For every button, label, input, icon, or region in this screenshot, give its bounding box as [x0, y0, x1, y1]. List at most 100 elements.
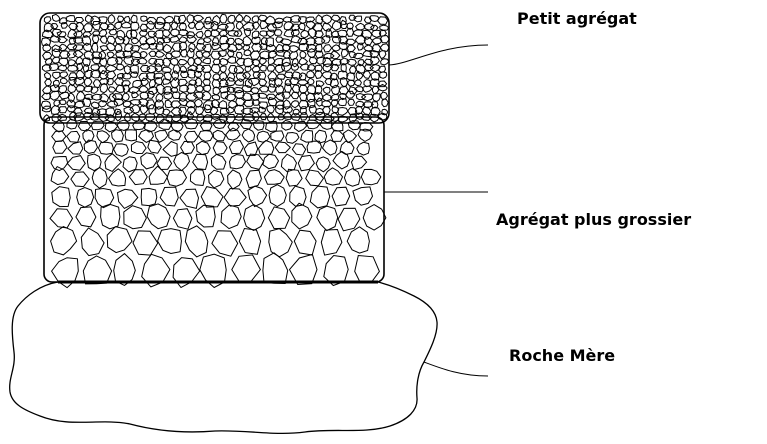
aggregate-blob — [299, 73, 306, 80]
aggregate-blob — [301, 130, 313, 142]
aggregate-blob — [118, 16, 124, 21]
aggregate-blob — [338, 108, 348, 116]
aggregate-blob — [269, 185, 286, 207]
label-petit-agregat: Petit agrégat — [517, 9, 637, 28]
aggregate-blob — [212, 38, 218, 46]
aggregate-blob — [259, 141, 274, 155]
aggregate-blob — [227, 57, 235, 64]
aggregate-blob — [51, 167, 69, 185]
aggregate-blob — [364, 24, 374, 31]
aggregate-blob — [309, 57, 317, 63]
aggregate-blob — [236, 14, 243, 21]
aggregate-blob — [50, 91, 60, 100]
aggregate-blob — [51, 24, 58, 29]
aggregate-blob — [60, 72, 68, 78]
aggregate-blob — [107, 43, 116, 51]
coarse-aggregate-layer — [50, 119, 386, 288]
aggregate-blob — [361, 169, 381, 184]
aggregate-blob — [159, 119, 172, 129]
aggregate-blob — [220, 14, 227, 23]
aggregate-blob — [93, 22, 101, 31]
aggregate-blob — [310, 186, 329, 208]
aggregate-blob — [205, 31, 212, 37]
aggregate-blob — [316, 98, 322, 106]
aggregate-blob — [269, 229, 293, 257]
aggregate-blob — [163, 44, 171, 52]
aggregate-blob — [286, 169, 302, 186]
aggregate-blob — [189, 43, 195, 52]
aggregate-blob — [147, 17, 157, 24]
aggregate-blob — [205, 17, 211, 24]
aggregate-blob — [201, 187, 223, 208]
aggregate-blob — [171, 51, 181, 58]
aggregate-blob — [92, 43, 98, 52]
aggregate-blob — [107, 52, 114, 58]
aggregate-blob — [92, 102, 100, 108]
aggregate-blob — [123, 101, 131, 107]
aggregate-blob — [377, 17, 387, 25]
aggregate-blob — [196, 31, 203, 37]
aggregate-blob — [53, 141, 67, 154]
aggregate-blob — [195, 58, 202, 65]
aggregate-blob — [317, 206, 338, 230]
aggregate-blob — [52, 187, 70, 207]
aggregate-blob — [68, 142, 83, 154]
aggregate-blob — [81, 228, 104, 256]
aggregate-blob — [251, 88, 260, 94]
aggregate-blob — [332, 120, 343, 131]
aggregate-blob — [180, 189, 199, 208]
aggregate-blob — [68, 84, 76, 93]
aggregate-blob — [224, 189, 246, 207]
aggregate-blob — [185, 226, 208, 257]
aggregate-blob — [220, 73, 227, 81]
aggregate-blob — [75, 18, 84, 23]
aggregate-blob — [340, 141, 354, 154]
aggregate-blob — [212, 16, 220, 25]
aggregate-blob — [212, 231, 238, 256]
aggregate-blob — [308, 49, 316, 58]
aggregate-blob — [230, 155, 246, 169]
bedrock-outline — [10, 282, 437, 433]
aggregate-blob — [347, 227, 369, 253]
aggregate-blob — [323, 140, 338, 155]
aggregate-blob — [45, 79, 52, 86]
aggregate-blob — [99, 142, 114, 154]
aggregate-blob — [53, 72, 61, 79]
aggregate-blob — [53, 14, 60, 21]
aggregate-blob — [52, 131, 66, 141]
aggregate-blob — [323, 114, 334, 122]
label-roche-mere: Roche Mère — [509, 346, 615, 365]
aggregate-blob — [131, 142, 146, 154]
aggregate-blob — [267, 65, 275, 71]
aggregate-blob — [99, 66, 107, 74]
aggregate-blob — [131, 15, 137, 23]
aggregate-blob — [181, 141, 195, 153]
aggregate-blob — [124, 107, 134, 114]
aggregate-blob — [202, 52, 210, 58]
aggregate-blob — [344, 169, 360, 187]
aggregate-blob — [202, 65, 212, 72]
aggregate-blob — [139, 30, 147, 36]
aggregate-blob — [204, 38, 212, 43]
aggregate-blob — [355, 80, 362, 86]
aggregate-blob — [275, 142, 290, 153]
aggregate-blob — [147, 204, 170, 229]
aggregate-blob — [194, 15, 203, 21]
aggregate-blob — [164, 92, 173, 99]
aggregate-blob — [290, 254, 318, 284]
aggregate-blob — [258, 72, 266, 79]
aggregate-blob — [213, 119, 225, 128]
aggregate-blob — [291, 101, 299, 108]
aggregate-blob — [133, 231, 158, 255]
aggregate-blob — [141, 16, 148, 21]
aggregate-blob — [100, 83, 108, 92]
aggregate-blob — [221, 205, 241, 229]
aggregate-blob — [253, 121, 264, 131]
aggregate-blob — [117, 120, 129, 130]
aggregate-blob — [242, 129, 255, 142]
aggregate-blob — [141, 188, 157, 205]
aggregate-blob — [324, 45, 332, 53]
aggregate-blob — [250, 51, 260, 60]
aggregate-blob — [194, 99, 202, 107]
aggregate-blob — [341, 50, 348, 58]
